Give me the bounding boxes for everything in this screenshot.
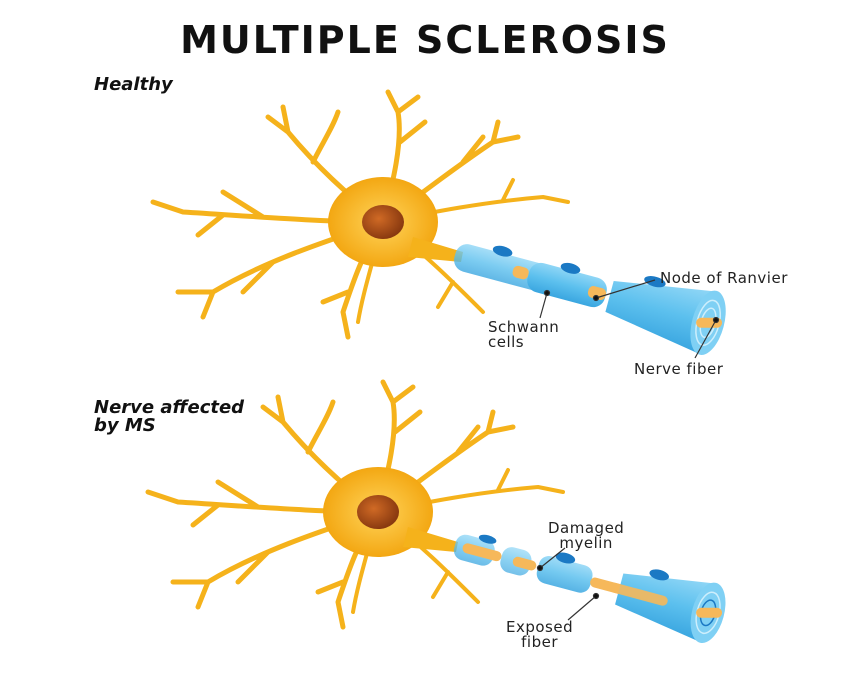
label-schwann-cells: Schwann cells bbox=[488, 320, 559, 350]
label-schwann-line1: Schwann bbox=[488, 318, 560, 336]
healthy-leader-lines bbox=[539, 279, 720, 359]
label-exposed-line1: Exposed bbox=[506, 618, 574, 636]
page-title: MULTIPLE SCLEROSIS bbox=[180, 18, 670, 62]
affected-neuron bbox=[148, 382, 726, 644]
label-damaged-line1: Damaged bbox=[548, 519, 625, 537]
healthy-neuron bbox=[153, 92, 726, 359]
label-damaged-line2: myelin bbox=[559, 534, 613, 552]
label-exposed-line2: fiber bbox=[521, 633, 558, 651]
healthy-heading: Healthy bbox=[94, 74, 173, 95]
affected-heading-line2: by MS bbox=[94, 415, 156, 436]
affected-heading-line1: Nerve affected bbox=[94, 397, 245, 418]
label-nerve-fiber: Nerve fiber bbox=[634, 360, 724, 378]
affected-axon bbox=[453, 534, 726, 644]
label-schwann-line2: cells bbox=[488, 333, 525, 351]
affected-heading: Nerve affected by MS bbox=[94, 399, 244, 435]
affected-leader-lines bbox=[536, 547, 600, 621]
label-exposed-fiber: Exposed fiber bbox=[506, 620, 573, 650]
label-node-of-ranvier: Node of Ranvier bbox=[660, 269, 788, 287]
label-damaged-myelin: Damaged myelin bbox=[548, 521, 624, 551]
